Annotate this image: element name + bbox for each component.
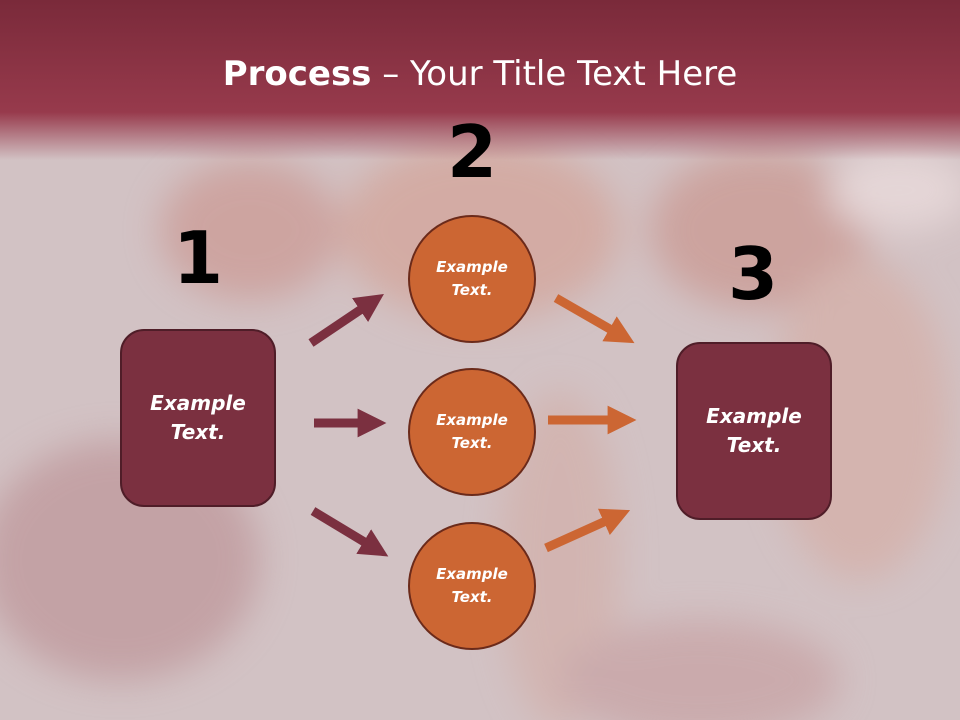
arrow-bottom-to-right [544,508,631,553]
left-step-box: Example Text. [120,329,276,507]
arrow-left-to-top [308,293,384,347]
circle-middle: Example Text. [408,368,536,496]
circle-top-text: Example Text. [436,258,508,299]
arrow-left-to-bottom [310,507,389,557]
right-step-box: Example Text. [676,342,832,520]
title-band [0,0,960,160]
left-step-text: Example Text. [150,391,246,444]
title-rest: – Your Title Text Here [371,54,738,94]
step-number-3: 3 [727,232,779,316]
step-number-1: 1 [172,216,224,300]
slide-title: Process – Your Title Text Here [0,52,960,96]
right-step-text: Example Text. [706,404,802,457]
arrow-top-to-right [553,294,635,344]
circle-top: Example Text. [408,215,536,343]
circle-bottom-text: Example Text. [436,565,508,606]
step-number-2: 2 [446,110,498,194]
circle-bottom: Example Text. [408,522,536,650]
title-bold: Process [222,54,372,94]
circle-middle-text: Example Text. [436,411,508,452]
